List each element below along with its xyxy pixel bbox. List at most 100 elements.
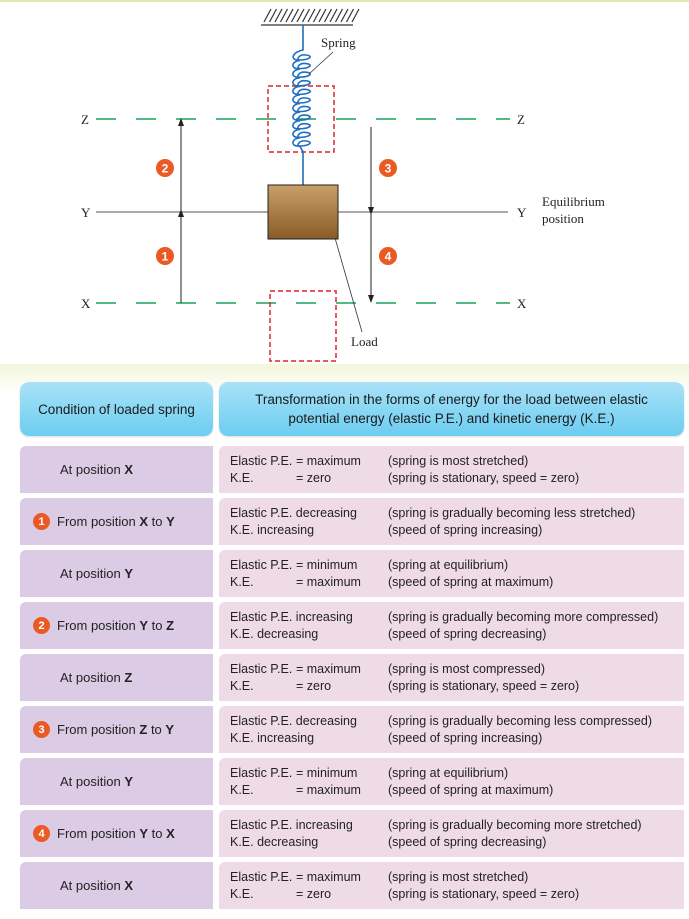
table-row: At position X Elastic P.E.= maximum(sprin…	[20, 446, 684, 493]
badge-1-text: 1	[162, 250, 169, 264]
ke-value: decreasing	[257, 627, 319, 641]
ke-line: K.E. increasing(speed of spring increasi…	[230, 730, 542, 746]
level-y-right: Y	[517, 205, 527, 220]
energy-cell: Elastic P.E.= maximum(spring is most com…	[219, 654, 684, 701]
position-letter: X	[124, 878, 133, 893]
ke-note: (speed of spring increasing)	[388, 523, 543, 537]
ke-value: increasing	[257, 731, 315, 745]
ke-value: = zero	[296, 679, 332, 693]
ke-note: (spring is stationary, speed = zero)	[388, 471, 580, 485]
energy-cell: Elastic P.E.= maximum(spring is most str…	[219, 862, 684, 909]
level-y-left: Y	[81, 205, 91, 220]
badge-3-text: 3	[385, 162, 392, 176]
badge-4-text: 4	[385, 250, 392, 264]
badge-4-icon	[379, 247, 397, 265]
position-letter: Y	[139, 826, 149, 841]
ke-value: = zero	[296, 471, 332, 485]
ke-note: (speed of spring at maximum)	[388, 783, 554, 797]
badge-3-icon	[379, 159, 397, 177]
pe-label: Elastic P.E.	[230, 714, 293, 728]
pe-label: Elastic P.E.	[230, 454, 293, 468]
ke-label: K.E.	[230, 471, 254, 485]
position-letter: X	[166, 826, 175, 841]
pe-label: Elastic P.E.	[230, 766, 293, 780]
position-letter: Y	[124, 774, 133, 789]
step-badge-icon: 4	[33, 825, 50, 842]
pe-line: Elastic P.E.= maximum(spring is most str…	[230, 453, 528, 469]
badge-1-icon	[156, 247, 174, 265]
arrow-down-head-y	[368, 207, 374, 215]
pe-label: Elastic P.E.	[230, 610, 293, 624]
step-badge-icon: 3	[33, 721, 50, 738]
pe-line: Elastic P.E.= maximum(spring is most com…	[230, 661, 545, 677]
pe-note: (spring is most stretched)	[388, 870, 529, 884]
ke-value: = maximum	[296, 575, 361, 589]
condition-text: From position	[57, 514, 140, 529]
condition-label: From position Y to X	[57, 826, 175, 841]
pe-note: (spring is gradually becoming more stret…	[388, 818, 642, 832]
energy-cell: Elastic P.E. increasing(spring is gradua…	[219, 810, 684, 857]
spring-diagram: Spring Load Equilibrium position Z Z Y Y…	[81, 8, 605, 362]
pe-line: Elastic P.E. increasing(spring is gradua…	[230, 609, 658, 625]
condition-text: to	[147, 722, 166, 737]
pe-line: Elastic P.E.= maximum(spring is most str…	[230, 869, 528, 885]
condition-text: At position	[60, 566, 125, 581]
ke-label: K.E.	[230, 731, 254, 745]
energy-cell: Elastic P.E.= minimum(spring at equilibr…	[219, 758, 684, 805]
header-transformation: Transformation in the forms of energy fo…	[219, 382, 684, 436]
energy-cell: Elastic P.E.= maximum(spring is most str…	[219, 446, 684, 493]
ke-line: K.E. decreasing(speed of spring decreasi…	[230, 834, 546, 850]
position-letter: Z	[166, 618, 175, 633]
pe-value: increasing	[295, 818, 353, 832]
pe-value: increasing	[295, 610, 353, 624]
ke-label: K.E.	[230, 523, 254, 537]
energy-cell: Elastic P.E. increasing(spring is gradua…	[219, 602, 684, 649]
equilibrium-label-1: Equilibrium	[542, 194, 605, 209]
pe-note: (spring is gradually becoming less compr…	[388, 714, 653, 728]
ke-note: (spring is stationary, speed = zero)	[388, 887, 580, 901]
pe-line: Elastic P.E.= minimum(spring at equilibr…	[230, 557, 508, 573]
load-pointer	[334, 237, 363, 333]
position-letter: Y	[165, 722, 175, 737]
badge-2-text: 2	[162, 162, 169, 176]
pe-value: decreasing	[295, 714, 357, 728]
pe-value: = maximum	[296, 662, 361, 676]
load-label: Load	[351, 334, 378, 349]
ke-line: K.E. decreasing(speed of spring decreasi…	[230, 626, 546, 642]
pe-label: Elastic P.E.	[230, 662, 293, 676]
pe-value: decreasing	[295, 506, 357, 520]
ke-line: K.E.= maximum(speed of spring at maximum…	[230, 782, 553, 798]
level-x-left: X	[81, 296, 91, 311]
position-letter: Y	[166, 514, 175, 529]
ke-note: (speed of spring decreasing)	[388, 627, 547, 641]
ceiling-hatch	[261, 8, 360, 26]
pe-label: Elastic P.E.	[230, 558, 293, 572]
badge-2-icon	[156, 159, 174, 177]
condition-text: to	[148, 826, 167, 841]
spring-label: Spring	[321, 35, 356, 50]
position-letter: Z	[124, 670, 133, 685]
condition-label: At position X	[60, 462, 133, 477]
pe-line: Elastic P.E. increasing(spring is gradua…	[230, 817, 642, 833]
pe-note: (spring at equilibrium)	[388, 558, 509, 572]
condition-text: At position	[60, 774, 125, 789]
condition-text: to	[148, 618, 167, 633]
position-letter: Y	[139, 618, 149, 633]
pe-line: Elastic P.E. decreasing (spring is gradua…	[230, 505, 635, 521]
condition-cell: At position Z	[20, 654, 213, 701]
level-z-right: Z	[517, 112, 525, 127]
pe-label: Elastic P.E.	[230, 506, 293, 520]
condition-cell: 4 From position Y to X	[20, 810, 213, 857]
ke-line: K.E.= zero(spring is stationary, speed =…	[230, 678, 579, 694]
ke-value: = maximum	[296, 783, 361, 797]
step-badge-icon: 1	[33, 513, 50, 530]
pe-note: (spring is gradually becoming less stret…	[388, 506, 636, 520]
condition-label: From position Y to Z	[57, 618, 174, 633]
position-letter: X	[124, 462, 133, 477]
